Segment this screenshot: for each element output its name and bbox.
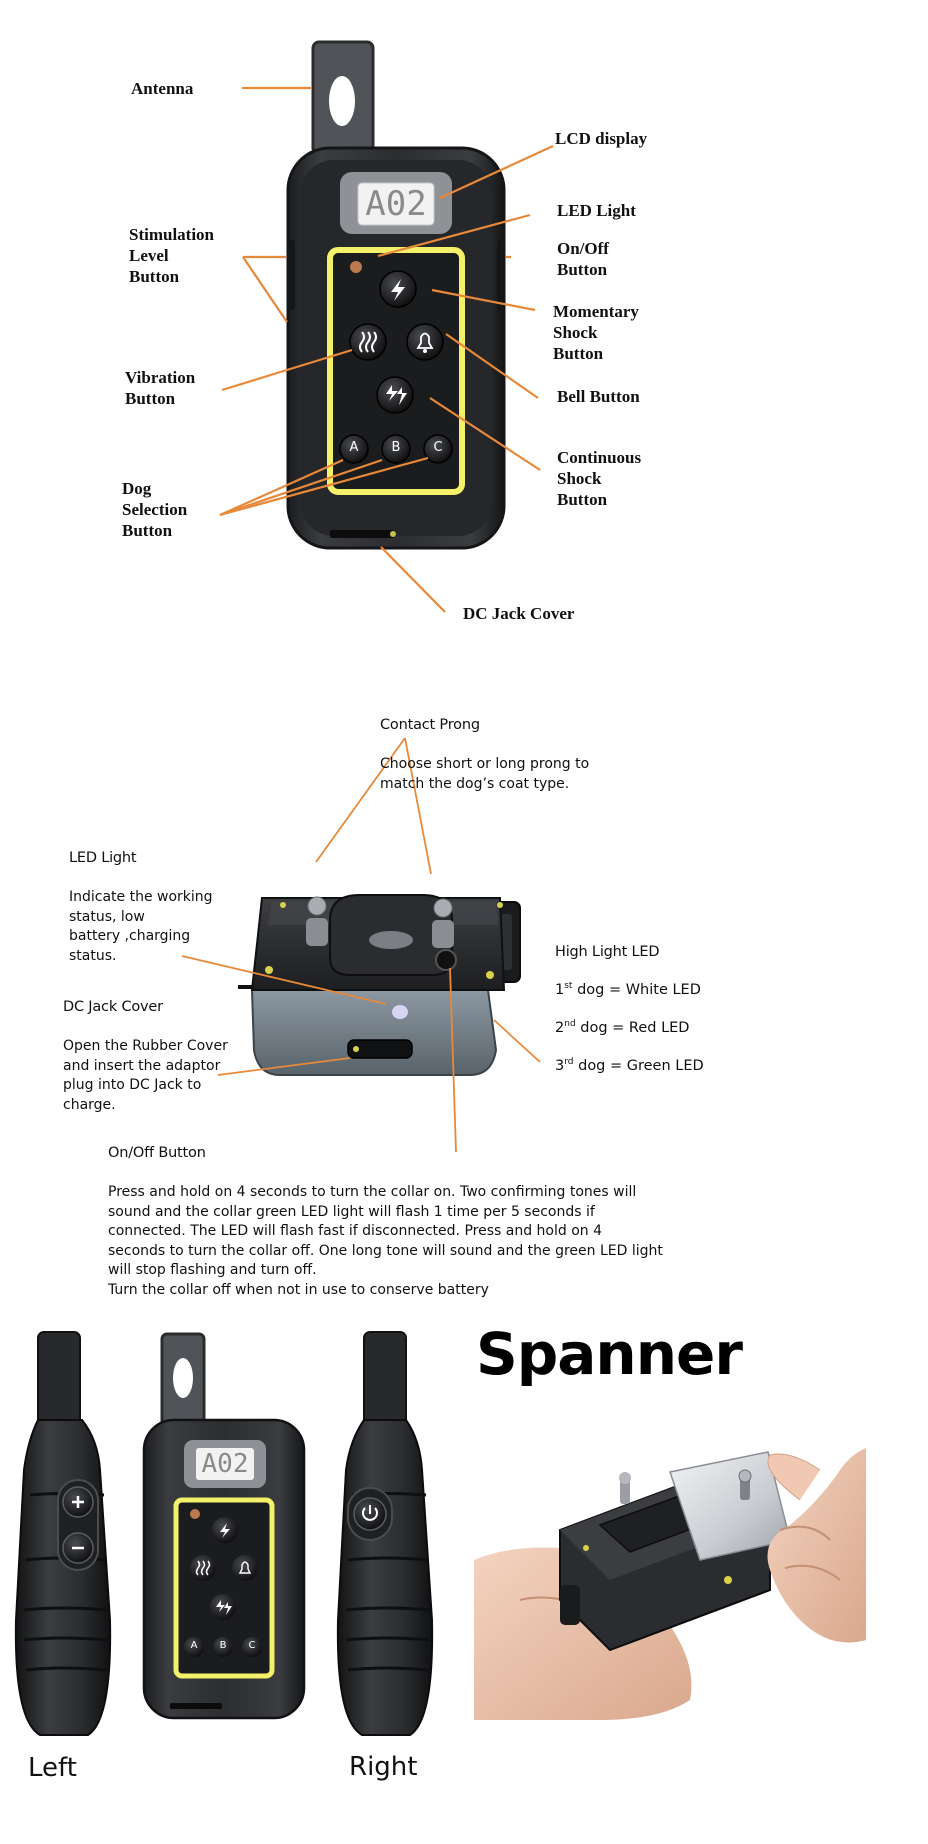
collar-contact-prong-text: Choose short or long prong to match the … — [380, 755, 589, 794]
label-on-off-button: On/Off Button — [557, 238, 609, 280]
label-line: Shock — [553, 322, 639, 343]
label-line: On/Off — [557, 238, 609, 259]
label-bell-button: Bell Button — [557, 386, 640, 407]
label-line: Button — [557, 259, 609, 280]
item-text: dog = Green LED — [578, 1058, 704, 1074]
ordinal-suffix: rd — [564, 1057, 573, 1067]
text-line: connected. The LED will flash fast if di… — [108, 1222, 708, 1242]
collar-led-light-text: Indicate the working status, low battery… — [69, 888, 213, 966]
label-line: Shock — [557, 468, 641, 489]
spanner-photo — [474, 1448, 866, 1720]
label-vibration-button: Vibration Button — [125, 367, 195, 409]
text-line: Choose short or long prong to — [380, 755, 589, 775]
label-line: Button — [553, 343, 639, 364]
front-view-dog-button-c: C — [244, 1640, 260, 1651]
caption-right: Right — [349, 1752, 417, 1782]
front-view-dog-button-a: A — [186, 1640, 202, 1651]
ordinal: 2 — [555, 1020, 564, 1036]
remote-dog-button-b[interactable]: B — [386, 440, 406, 455]
collar-high-light-led-title: High Light LED — [555, 944, 659, 960]
collar-on-off-button-title: On/Off Button — [108, 1145, 206, 1161]
high-light-led-item-1: 1st dog = White LED — [555, 982, 701, 998]
right-side-view — [338, 1332, 432, 1735]
text-line: Indicate the working — [69, 888, 213, 908]
label-line: Vibration — [125, 367, 195, 388]
label-dc-jack-cover: DC Jack Cover — [463, 603, 574, 624]
front-view — [144, 1334, 304, 1718]
label-line: Dog — [122, 478, 187, 499]
collar-contact-prong-title: Contact Prong — [380, 717, 480, 733]
ordinal: 1 — [555, 982, 564, 998]
text-line: match the dog’s coat type. — [380, 775, 589, 795]
remote-transmitter — [287, 42, 505, 548]
label-line: Button — [129, 266, 214, 287]
label-line: Button — [557, 489, 641, 510]
item-text: dog = Red LED — [580, 1020, 689, 1036]
text-line: sound and the collar green LED light wil… — [108, 1203, 708, 1223]
text-line: status. — [69, 947, 213, 967]
remote-dog-button-a[interactable]: A — [344, 440, 364, 455]
item-text: dog = White LED — [577, 982, 701, 998]
label-line: Button — [125, 388, 195, 409]
high-light-led-item-3: 3rd dog = Green LED — [555, 1058, 704, 1074]
label-line: Continuous — [557, 447, 641, 468]
ordinal-suffix: st — [564, 981, 572, 991]
text-line: charge. — [63, 1096, 228, 1116]
collar-dc-jack-cover-text: Open the Rubber Cover and insert the ada… — [63, 1037, 228, 1115]
label-line: Stimulation — [129, 224, 214, 245]
text-line: and insert the adaptor — [63, 1057, 228, 1077]
caption-left: Left — [28, 1753, 77, 1783]
label-line: Button — [122, 520, 187, 541]
text-line: Press and hold on 4 seconds to turn the … — [108, 1183, 708, 1203]
high-light-led-item-2: 2nd dog = Red LED — [555, 1020, 689, 1036]
left-side-view — [16, 1332, 110, 1735]
text-line: will stop flashing and turn off. — [108, 1261, 708, 1281]
label-stimulation-level-button: Stimulation Level Button — [129, 224, 214, 287]
label-lcd-display: LCD display — [555, 128, 647, 149]
collar-on-off-button-text: Press and hold on 4 seconds to turn the … — [108, 1183, 708, 1300]
spanner-title: Spanner — [476, 1320, 742, 1388]
label-led-light: LED Light — [557, 200, 636, 221]
ordinal-suffix: nd — [564, 1019, 575, 1029]
collar-dc-jack-cover-title: DC Jack Cover — [63, 999, 163, 1015]
front-view-lcd-readout: A02 — [196, 1448, 254, 1480]
label-line: Momentary — [553, 301, 639, 322]
text-line: Open the Rubber Cover — [63, 1037, 228, 1057]
text-line: battery ,charging — [69, 927, 213, 947]
remote-lcd-readout: A02 — [358, 183, 434, 225]
label-dog-selection-button: Dog Selection Button — [122, 478, 187, 541]
text-line: plug into DC Jack to — [63, 1076, 228, 1096]
label-continuous-shock-button: Continuous Shock Button — [557, 447, 641, 510]
front-view-dog-button-b: B — [215, 1640, 231, 1651]
text-line: status, low — [69, 908, 213, 928]
collar-receiver — [238, 895, 520, 1075]
remote-dog-button-c[interactable]: C — [428, 440, 448, 455]
label-momentary-shock-button: Momentary Shock Button — [553, 301, 639, 364]
ordinal: 3 — [555, 1058, 564, 1074]
label-antenna: Antenna — [131, 78, 193, 99]
collar-led-light-title: LED Light — [69, 850, 136, 866]
label-line: Selection — [122, 499, 187, 520]
text-line: seconds to turn the collar off. One long… — [108, 1242, 708, 1262]
label-line: Level — [129, 245, 214, 266]
text-line: Turn the collar off when not in use to c… — [108, 1281, 708, 1301]
